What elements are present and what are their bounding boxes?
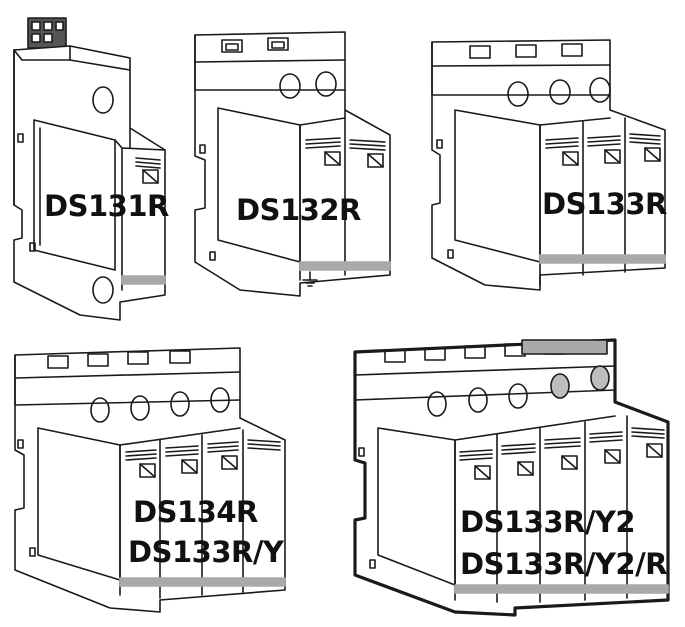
indicator-window-icon [221, 455, 238, 470]
label-ds133r-y: DS133R/Y [128, 535, 284, 569]
indicator-window-icon [562, 151, 579, 166]
cover-bar [521, 339, 608, 355]
indicator-lamp [550, 373, 570, 399]
device-ds132r [194, 31, 391, 297]
terminal-screw-icon [170, 391, 190, 417]
indicator-window-icon [644, 147, 661, 162]
indicator-window-icon [604, 149, 621, 164]
terminal-screw-icon [508, 383, 528, 409]
device-ds133r [431, 39, 666, 291]
indicator-window-icon [324, 151, 341, 166]
indicator-lamp [590, 365, 610, 391]
terminal-screw-icon [589, 77, 611, 103]
indicator-window-icon [646, 443, 663, 458]
terminal-screw-icon [427, 391, 447, 417]
label-ds134r: DS134R [133, 495, 258, 529]
terminal-screw-icon [92, 276, 114, 304]
terminal-screw-icon [92, 86, 114, 114]
label-ds132r: DS132R [236, 193, 361, 227]
terminal-screw-icon [279, 73, 301, 99]
indicator-window-icon [474, 465, 491, 480]
indicator-window-icon [139, 463, 156, 478]
indicator-window-icon [561, 455, 578, 470]
label-ds133r-y2: DS133R/Y2 [460, 505, 636, 539]
indicator-window-icon [367, 153, 384, 168]
label-ds133r-y2-r: DS133R/Y2/R [460, 547, 668, 581]
label-ds133r: DS133R [542, 187, 667, 221]
terminal-screw-icon [549, 79, 571, 105]
label-ds131r: DS131R [44, 189, 169, 223]
ground-symbol-icon [302, 271, 318, 287]
color-stripe [539, 254, 666, 264]
color-stripe [299, 261, 391, 271]
color-stripe [119, 577, 286, 587]
indicator-window-icon [142, 169, 159, 184]
device-ds133r-y2 [353, 338, 670, 617]
terminal-screw-icon [468, 387, 488, 413]
device-ds131r [13, 17, 166, 321]
indicator-window-icon [517, 461, 534, 476]
device-ds134r [14, 347, 286, 613]
color-stripe [121, 275, 166, 285]
terminal-screw-icon [507, 81, 529, 107]
terminal-screw-icon [315, 71, 337, 97]
terminal-screw-icon [90, 397, 110, 423]
indicator-window-icon [181, 459, 198, 474]
terminal-screw-icon [210, 387, 230, 413]
indicator-window-icon [604, 449, 621, 464]
color-stripe [454, 584, 669, 594]
terminal-screw-icon [130, 395, 150, 421]
